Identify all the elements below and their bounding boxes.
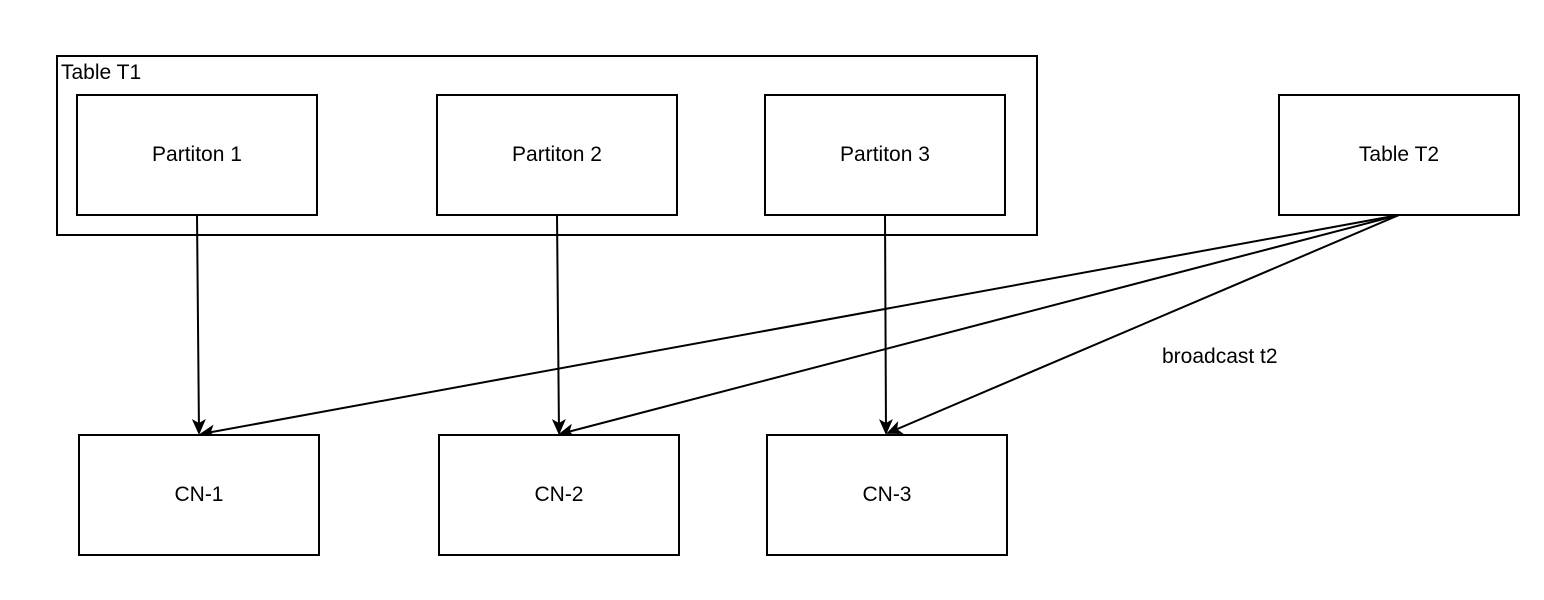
table-t2-node[interactable]: Table T2 (1278, 94, 1520, 216)
arrow-partition-1-to-cn-1 (191, 214, 206, 435)
partition-2-label: Partiton 2 (512, 143, 602, 166)
cn-2-label: CN-2 (534, 483, 584, 506)
cn-2-node[interactable]: CN-2 (438, 434, 680, 556)
arrow-partition-2-to-cn-2 (551, 214, 566, 435)
arrow-table-t2-to-cn-3 (886, 214, 1400, 434)
arrow-partition-3-to-cn-3 (878, 214, 893, 435)
cn-1-node[interactable]: CN-1 (78, 434, 320, 556)
partition-3-node[interactable]: Partiton 3 (764, 94, 1006, 216)
cn-3-label: CN-3 (862, 483, 912, 506)
table-t1-group[interactable] (56, 55, 1038, 236)
table-t2-label: Table T2 (1358, 143, 1440, 166)
arrow-table-t2-to-cn-2 (558, 214, 1400, 438)
cn-3-node[interactable]: CN-3 (766, 434, 1008, 556)
partition-2-node[interactable]: Partiton 2 (436, 94, 678, 216)
table-t1-label: Table T1 (61, 61, 142, 84)
broadcast-edge-label: broadcast t2 (1162, 345, 1278, 368)
cn-1-label: CN-1 (174, 483, 224, 506)
partition-1-node[interactable]: Partiton 1 (76, 94, 318, 216)
partition-1-label: Partiton 1 (152, 143, 242, 166)
partition-3-label: Partiton 3 (840, 143, 930, 166)
arrow-table-t2-to-cn-1 (199, 214, 1400, 439)
